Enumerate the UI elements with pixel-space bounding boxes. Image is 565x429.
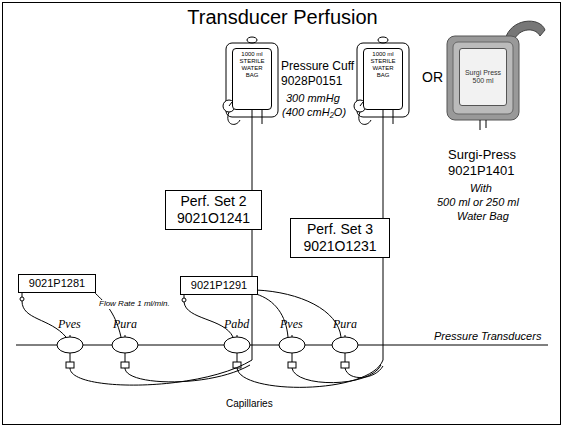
channel-label: Pves: [280, 318, 303, 331]
water-bag: 1000 mlSTERILE WATER BAG: [232, 48, 272, 110]
node-text: 9021O1241: [177, 210, 250, 227]
pressure-value: (400 cmH₂O): [282, 106, 346, 118]
node-text: 1000 ml: [372, 51, 393, 58]
tubing-line: [383, 110, 384, 218]
node-text: 1000 ml: [241, 51, 262, 58]
water-bag: 1000 mlSTERILE WATER BAG: [363, 48, 403, 110]
part-number-box: 9021P1291: [180, 276, 258, 295]
node-text: 9021O1231: [303, 238, 376, 255]
note: 500 ml or 250 ml: [437, 196, 519, 208]
perfusion-set-box: Perf. Set 39021O1231: [290, 218, 390, 258]
channel-label: Pura: [333, 318, 357, 331]
node-text: Perf. Set 2: [180, 193, 246, 210]
tubing-line: [252, 110, 253, 190]
part-number-box: 9021P1281: [18, 274, 96, 293]
channel-label: Pves: [58, 318, 81, 331]
flow-rate-note: Flow Rate 1 ml/min.: [98, 300, 171, 309]
note: With: [470, 182, 492, 194]
device-name: Surgi-Press: [448, 148, 516, 162]
slide-title: Transducer Perfusion: [0, 6, 565, 29]
node-text: STERILE WATER BAG: [235, 58, 269, 79]
surgi-press-bag: Surgi Press500 ml: [459, 48, 507, 106]
node-text: 9021P1281: [29, 277, 85, 290]
or-label: OR: [422, 70, 443, 85]
pressure-value: 300 mmHg: [286, 92, 340, 104]
node-text: 500 ml: [472, 77, 493, 85]
part-number: 9021P1401: [448, 164, 515, 178]
node-text: STERILE WATER BAG: [366, 58, 400, 79]
part-number: 9028P0151: [281, 75, 342, 88]
tube-label: Capillaries: [226, 398, 273, 409]
channel-label: Pabd: [224, 318, 249, 331]
node-text: 9021P1291: [191, 279, 247, 292]
perfusion-set-box: Perf. Set 29021O1241: [165, 190, 262, 230]
line-label: Pressure Transducers: [433, 330, 542, 342]
node-text: Perf. Set 3: [307, 221, 373, 238]
node-text: Surgi Press: [465, 69, 501, 77]
note: Water Bag: [457, 210, 509, 222]
channel-label: Pura: [113, 318, 137, 331]
device-name: Pressure Cuff: [281, 60, 354, 73]
